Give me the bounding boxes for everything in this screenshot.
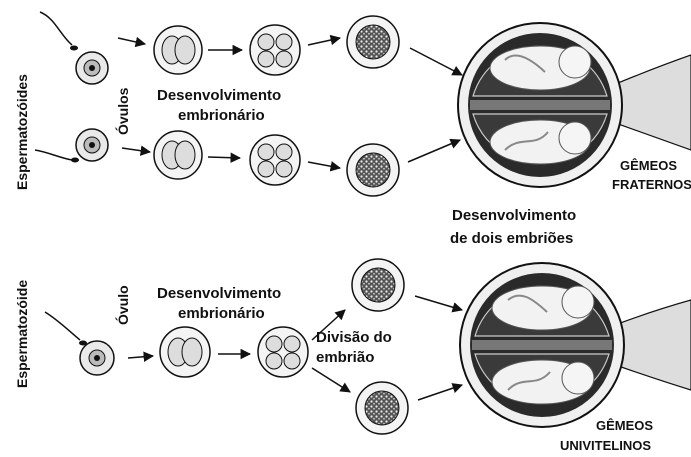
label-desenvolvimento-top-l2: embrionário (178, 107, 265, 124)
fetus (490, 120, 591, 164)
sperm-cell (40, 12, 78, 51)
label-espermatozoides: Espermatozóides (14, 74, 30, 190)
label-ovulos: Óvulos (114, 87, 131, 135)
ovum-cell (80, 341, 114, 375)
label-divisao-l2: embrião (316, 349, 374, 366)
arrow (418, 385, 462, 400)
uterus-identical (460, 263, 691, 427)
arrow (415, 296, 462, 310)
arrow (118, 38, 145, 44)
four-cell-embryo (250, 25, 300, 75)
label-ovulo: Óvulo (114, 285, 131, 325)
morula (356, 382, 408, 434)
four-cell-embryo (258, 327, 308, 377)
label-desenvolvimento-bottom-l2: embrionário (178, 305, 265, 322)
arrow (308, 162, 340, 168)
ovum-cell (76, 52, 108, 84)
arrow (122, 148, 150, 152)
label-espermatozoide: Espermatozóide (14, 280, 30, 388)
arrow (128, 356, 153, 358)
label-gemeos-univitelinos-l2: UNIVITELINOS (560, 438, 651, 453)
fetus (492, 360, 594, 404)
two-cell-embryo (154, 26, 202, 74)
sperm-cell (45, 312, 87, 346)
morula (347, 144, 399, 196)
label-divisao-l1: Divisão do (316, 329, 392, 346)
two-cell-embryo (154, 131, 202, 179)
fetus (490, 46, 591, 90)
label-desenvolvimento-top-l1: Desenvolvimento (157, 87, 281, 104)
morula (347, 16, 399, 68)
label-dois-embrioes-l2: de dois embriões (450, 230, 573, 247)
label-dois-embrioes-l1: Desenvolvimento (452, 207, 576, 224)
label-gemeos-fraternos-l1: GÊMEOS (620, 158, 677, 173)
morula (352, 259, 404, 311)
ovum-cell (76, 129, 108, 161)
arrow (308, 38, 340, 45)
two-cell-embryo (160, 327, 210, 377)
arrow (410, 48, 462, 75)
four-cell-embryo (250, 135, 300, 185)
fetus (492, 286, 594, 330)
arrow (208, 157, 240, 158)
label-gemeos-univitelinos-l1: GÊMEOS (596, 418, 653, 433)
label-gemeos-fraternos-l2: FRATERNOS (612, 177, 691, 192)
arrow (312, 368, 350, 392)
arrow (408, 140, 460, 162)
label-desenvolvimento-bottom-l1: Desenvolvimento (157, 285, 281, 302)
sperm-cell (35, 150, 79, 163)
